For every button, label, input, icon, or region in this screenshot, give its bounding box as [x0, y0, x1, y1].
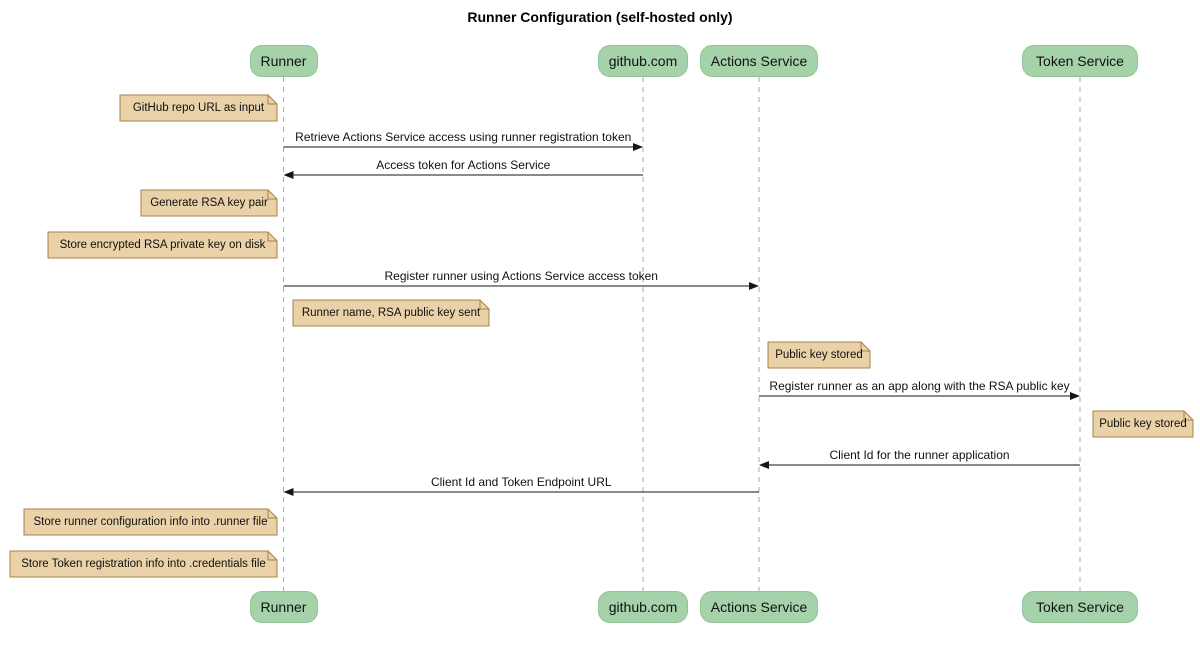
note-shape: [119, 94, 278, 122]
arrowhead-icon: [759, 461, 769, 469]
note: GitHub repo URL as input: [132, 102, 265, 114]
participant-runner-bottom: Runner: [249, 591, 318, 623]
message-label: Client Id and Token Endpoint URL: [430, 475, 612, 489]
message-label: Access token for Actions Service: [376, 158, 551, 172]
arrowhead-icon: [633, 143, 643, 151]
note: Public key stored: [1099, 418, 1187, 430]
note: Public key stored: [775, 349, 863, 361]
note: Store Token registration info into .cred…: [21, 558, 266, 570]
arrowhead-icon: [283, 171, 294, 179]
note-fold-icon: [267, 95, 277, 105]
participant-runner-top: Runner: [249, 45, 318, 77]
note-shape: [9, 550, 278, 578]
note-shape: [767, 341, 871, 369]
note-fold-icon: [267, 551, 277, 561]
participant-token-bottom: Token Service: [1022, 591, 1138, 623]
participant-actions-bottom: Actions Service: [700, 591, 818, 623]
arrowhead-icon: [749, 282, 759, 290]
message-label: Register runner using Actions Service ac…: [384, 269, 658, 283]
participant-github-top: github.com: [598, 45, 688, 77]
note: Generate RSA key pair: [150, 197, 268, 209]
arrowhead-icon: [283, 488, 294, 496]
note-shape: [1092, 410, 1194, 438]
diagram-title: Runner Configuration (self-hosted only): [467, 9, 733, 25]
message-label: Retrieve Actions Service access using ru…: [295, 130, 632, 144]
arrowhead-icon: [1070, 392, 1080, 400]
participant-token-top: Token Service: [1022, 45, 1138, 77]
note-shape: [23, 508, 278, 536]
note: Runner name, RSA public key sent: [301, 307, 481, 319]
note: Store encrypted RSA private key on disk: [59, 239, 266, 251]
note-fold-icon: [1183, 411, 1193, 421]
note-shape: [47, 231, 278, 259]
participant-actions-top: Actions Service: [700, 45, 818, 77]
note-fold-icon: [860, 342, 870, 352]
participant-github-bottom: github.com: [598, 591, 688, 623]
note: Store runner configuration info into .ru…: [33, 516, 268, 528]
message-label: Client Id for the runner application: [829, 448, 1010, 462]
message-label: Register runner as an app along with the…: [769, 379, 1070, 393]
note-shape: [292, 299, 490, 327]
note-fold-icon: [267, 232, 277, 242]
note-shape: [140, 189, 278, 217]
note-fold-icon: [479, 300, 489, 310]
note-fold-icon: [267, 190, 277, 200]
note-fold-icon: [267, 509, 277, 519]
